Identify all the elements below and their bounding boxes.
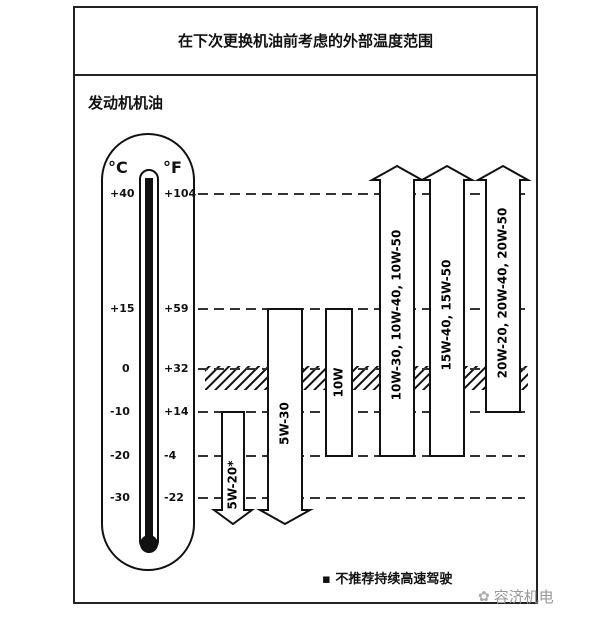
legend-symbol: ▪ bbox=[322, 572, 331, 587]
tick-label-celsius: +40 bbox=[110, 187, 135, 200]
tick-label-fahrenheit: +104 bbox=[164, 187, 197, 200]
oil-grade-label: 10W bbox=[332, 368, 346, 398]
celsius-unit: °C bbox=[108, 158, 128, 177]
oil-grade-bar bbox=[210, 411, 256, 526]
tick-label-fahrenheit: +59 bbox=[164, 302, 189, 315]
tick-label-fahrenheit: +32 bbox=[164, 362, 189, 375]
oil-grade-bar bbox=[418, 164, 476, 457]
tick-label-celsius: -10 bbox=[110, 405, 130, 418]
oil-grade-label: 5W-20* bbox=[226, 460, 240, 510]
title-text: 在下次更换机油前考虑的外部温度范围 bbox=[177, 31, 433, 50]
legend-text: 不推荐持续高速驾驶 bbox=[335, 572, 453, 587]
oil-grade-bar bbox=[474, 164, 532, 413]
page-title: 在下次更换机油前考虑的外部温度范围 bbox=[73, 6, 538, 76]
oil-grade-bar bbox=[325, 308, 353, 457]
legend-note: ▪ 不推荐持续高速驾驶 bbox=[322, 568, 452, 587]
oil-grade-label: 20W-20, 20W-40, 20W-50 bbox=[496, 208, 510, 379]
section-label: 发动机机油 bbox=[88, 94, 164, 112]
diagram-frame bbox=[73, 6, 538, 604]
tick-label-fahrenheit: +14 bbox=[164, 405, 189, 418]
watermark: ✿ 容济机电 bbox=[478, 586, 554, 607]
wechat-icon: ✿ bbox=[478, 588, 490, 605]
oil-grade-bar bbox=[256, 308, 314, 526]
tick-label-fahrenheit: -22 bbox=[164, 491, 184, 504]
tick-label-celsius: -20 bbox=[110, 449, 130, 462]
thermometer-icon bbox=[101, 133, 195, 571]
watermark-text: 容济机电 bbox=[493, 588, 554, 606]
tick-label-celsius: -30 bbox=[110, 491, 130, 504]
tick-label-celsius: 0 bbox=[122, 362, 130, 375]
tick-label-fahrenheit: -4 bbox=[164, 449, 177, 462]
oil-grade-label: 10W-30, 10W-40, 10W-50 bbox=[390, 230, 404, 401]
oil-grade-label: 15W-40, 15W-50 bbox=[440, 260, 454, 371]
tick-label-celsius: +15 bbox=[110, 302, 135, 315]
fahrenheit-unit: °F bbox=[163, 158, 182, 177]
oil-grade-label: 5W-30 bbox=[278, 402, 292, 445]
